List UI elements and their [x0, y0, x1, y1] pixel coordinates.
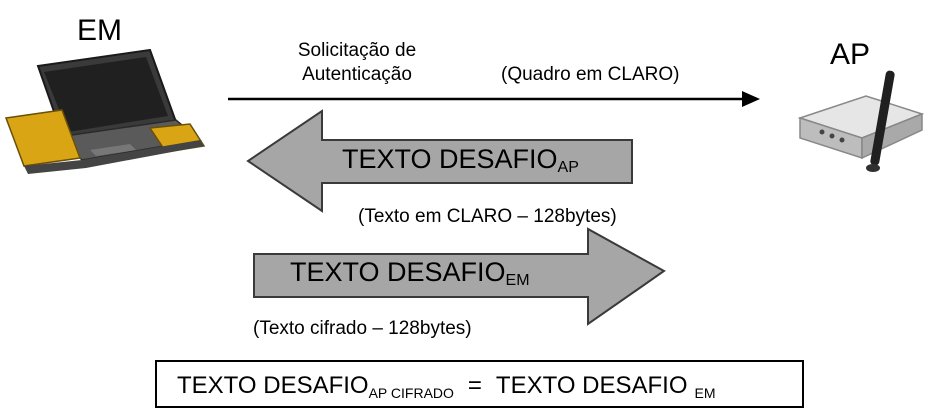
equation-right: TEXTO DESAFIO — [495, 372, 688, 399]
challenge-em-subscript: EM — [505, 272, 530, 289]
equation-left: TEXTO DESAFIO — [177, 372, 369, 399]
challenge-em-note: (Texto cifrado – 128bytes) — [253, 318, 472, 339]
equation-right-subscript: EM — [694, 385, 716, 401]
laptop-icon — [4, 48, 206, 174]
challenge-ap-note: (Texto em CLARO – 128bytes) — [358, 206, 617, 227]
equation-left-subscript: AP CIFRADO — [368, 385, 454, 401]
challenge-em-label: TEXTO DESAFIOEM — [290, 257, 530, 289]
request-note: (Quadro em CLARO) — [501, 64, 680, 85]
challenge-ap-arrow — [246, 109, 633, 213]
request-label-line2: Autenticação — [302, 64, 412, 85]
station-label: EM — [77, 14, 122, 47]
challenge-ap-label: TEXTO DESAFIOAP — [342, 144, 579, 176]
challenge-em-arrow — [253, 227, 666, 326]
equation-operator: = — [467, 372, 482, 399]
request-label-line1: Solicitação de — [297, 40, 417, 61]
wireless-router-icon — [797, 70, 925, 172]
auth-request-arrow — [228, 91, 760, 107]
access-point-label: AP — [830, 38, 871, 71]
challenge-ap-subscript: AP — [557, 159, 579, 176]
